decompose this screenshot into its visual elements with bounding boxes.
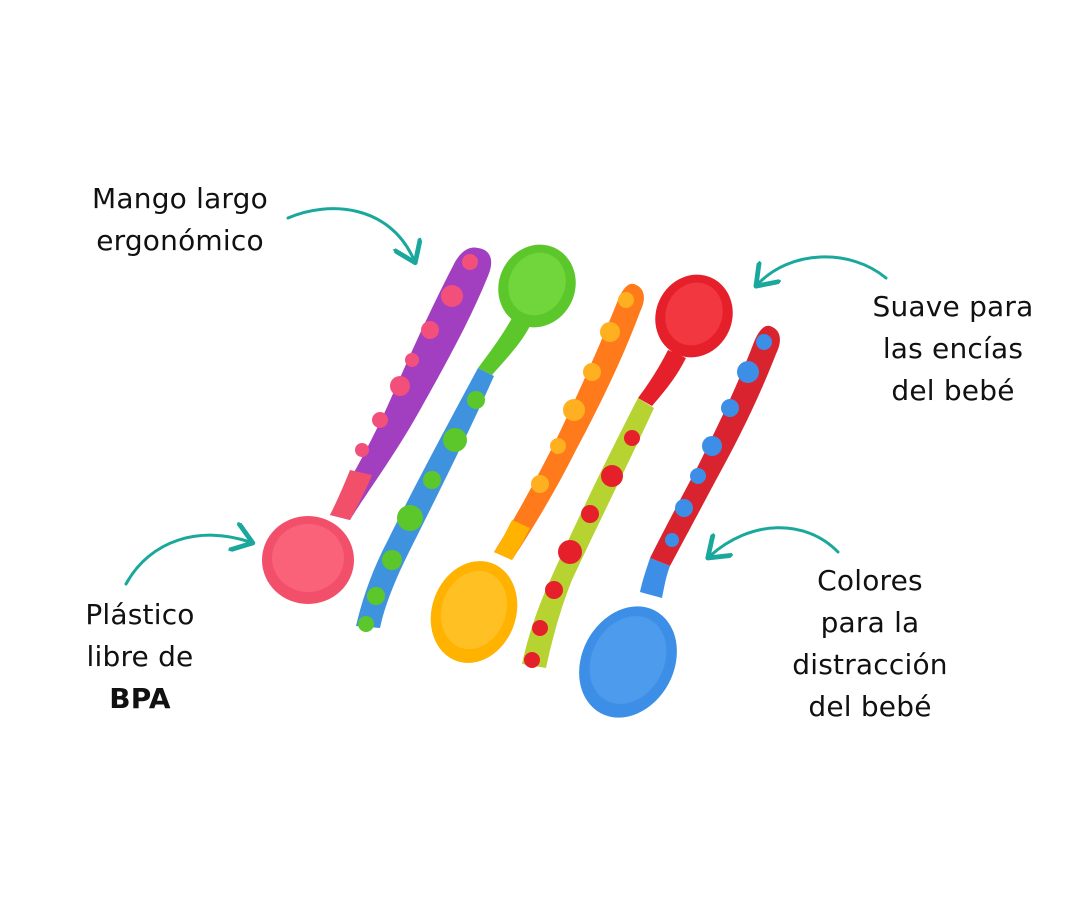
feature-label-colors-line3: distracción — [792, 648, 948, 681]
feature-label-colors-line4: del bebé — [808, 690, 932, 723]
spoon-green-blue — [356, 244, 576, 632]
feature-label-handle-line1: Mango largo — [92, 182, 268, 215]
arrow-to-colors-icon — [710, 526, 840, 556]
spoon-red-lime — [522, 274, 733, 668]
feature-label-soft-line1: Suave para — [872, 290, 1034, 323]
feature-label-soft: Suave para las encías del bebé — [842, 286, 1064, 412]
feature-label-colors-line2: para la — [820, 606, 920, 639]
feature-label-bpa-line2: libre de — [86, 640, 194, 673]
spoon-orange-yellow — [430, 283, 644, 663]
arrow-to-material-icon — [124, 535, 250, 586]
feature-label-handle-line2: ergonómico — [96, 224, 264, 257]
feature-label-bpa: Plástico libre de BPA — [50, 594, 230, 720]
feature-label-colors-line1: Colores — [817, 564, 923, 597]
feature-label-handle: Mango largo ergonómico — [60, 178, 300, 262]
feature-label-colors: Colores para la distracción del bebé — [760, 560, 980, 728]
spoon-purple-pink — [262, 247, 492, 604]
feature-label-soft-line3: del bebé — [891, 374, 1015, 407]
arrow-to-handle-icon — [286, 207, 414, 260]
arrow-to-bowl-icon — [758, 255, 888, 284]
feature-label-bpa-line1: Plástico — [85, 598, 195, 631]
feature-label-soft-line2: las encías — [882, 332, 1024, 365]
spoon-red-blue — [579, 325, 780, 718]
feature-label-bpa-line3: BPA — [109, 682, 171, 715]
